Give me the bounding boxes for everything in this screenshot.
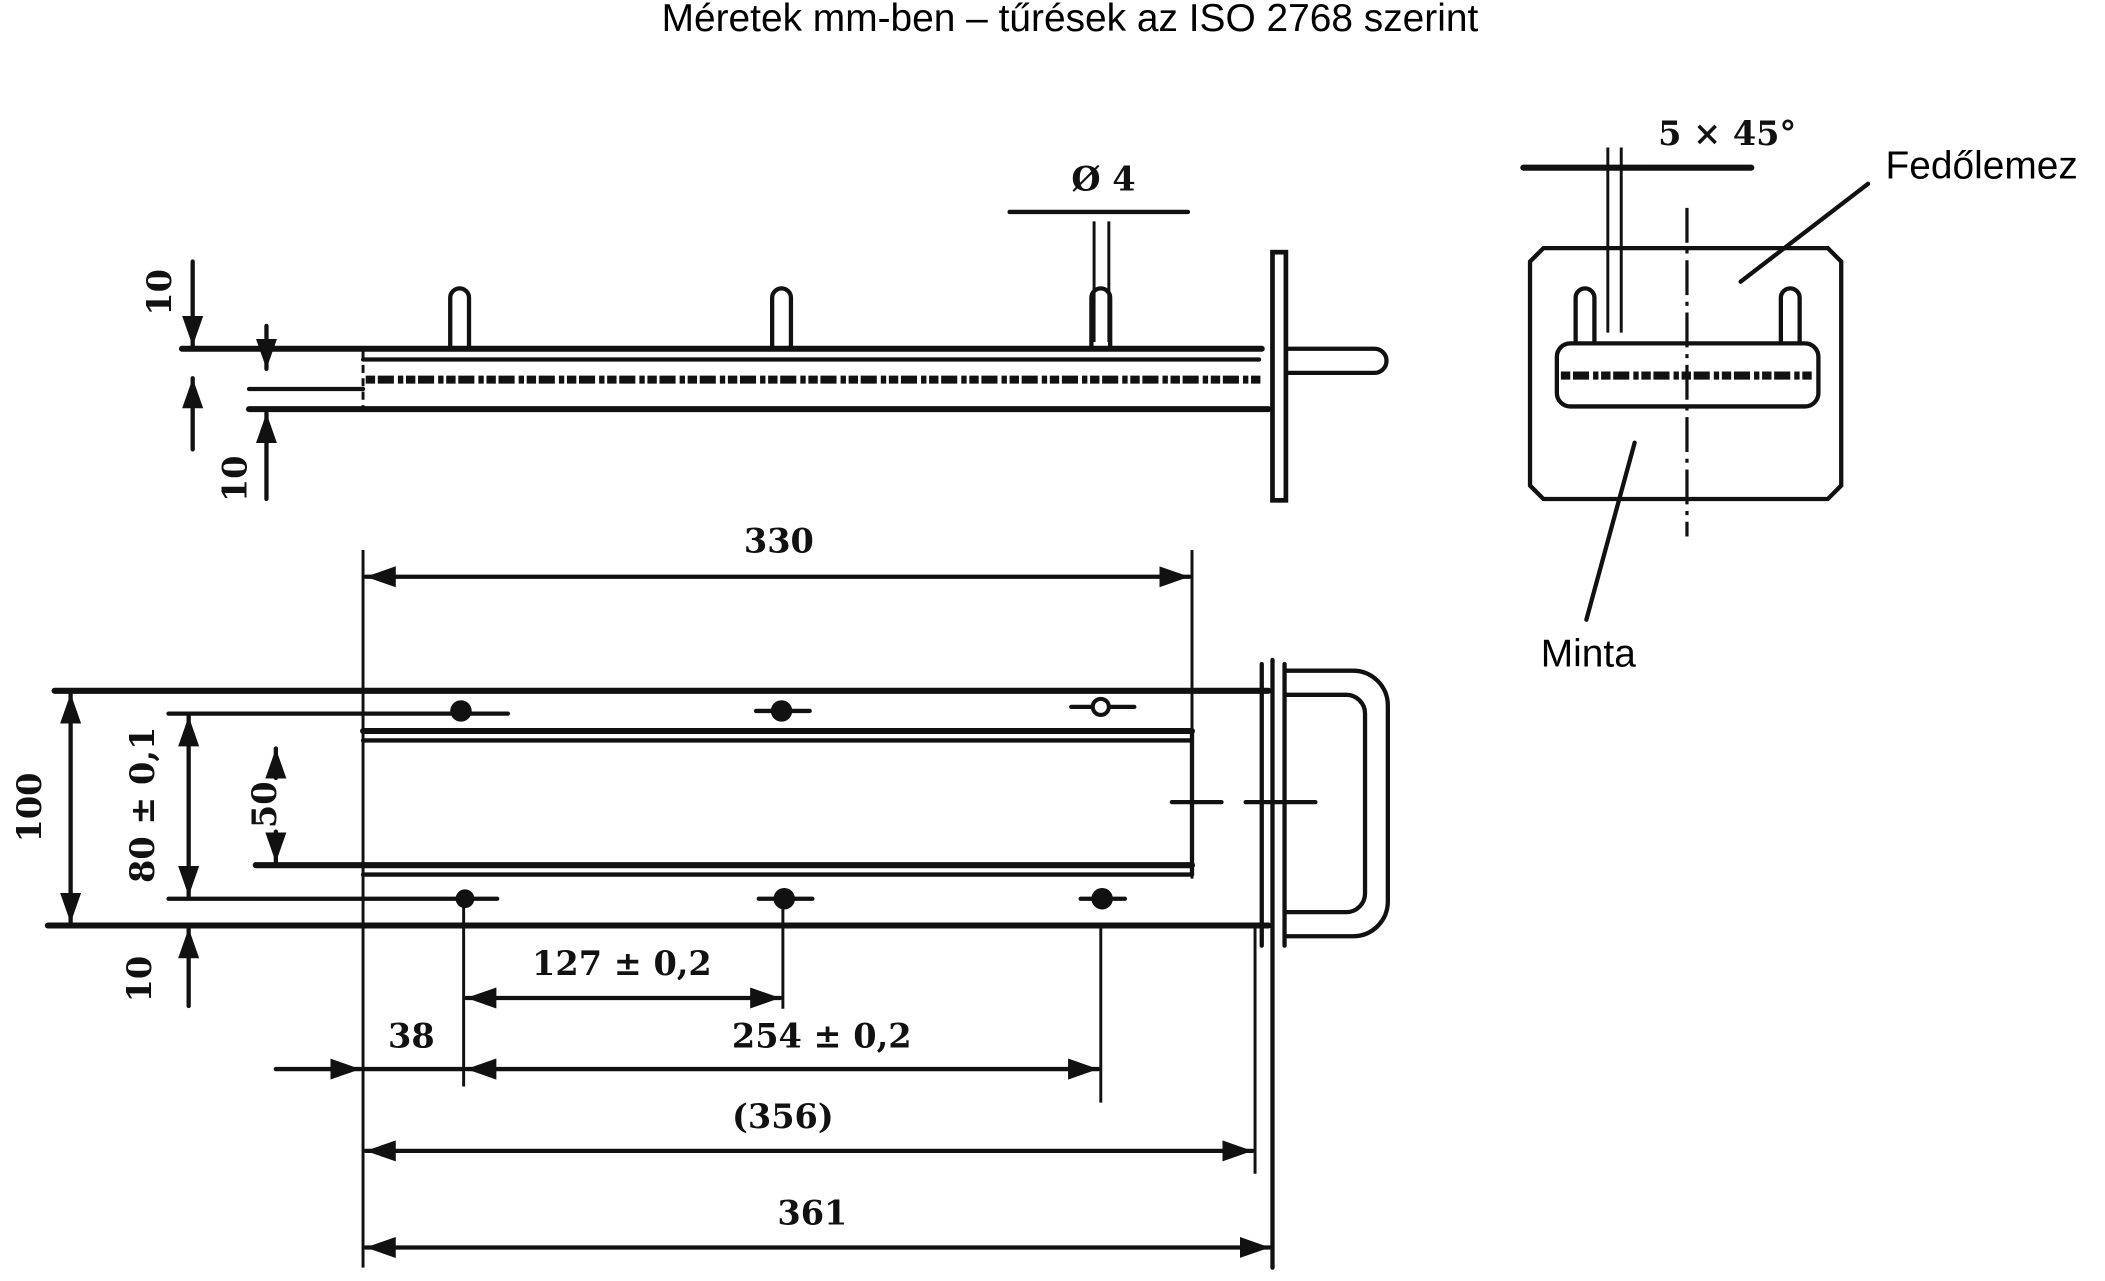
dim-10-lower: 10 xyxy=(120,956,159,1003)
dim-10-top: 10 xyxy=(140,269,179,316)
specimen-label: Minta xyxy=(1541,633,1636,676)
dim-127: 127 ± 0,2 xyxy=(532,944,712,983)
dim-80: 80 ± 0,1 xyxy=(123,727,162,883)
end-view: 5 × 45° Fedőlemez Minta xyxy=(1520,114,2078,676)
dim-361: 361 xyxy=(777,1194,847,1233)
handle-rod xyxy=(1283,346,1389,376)
holes-top-row xyxy=(450,696,1137,722)
cover-plate-label: Fedőlemez xyxy=(1885,144,2077,187)
dim-254: 254 ± 0,2 xyxy=(732,1017,912,1056)
top-view: 330 100 80 ± 0,1 50 10 xyxy=(10,522,1390,1270)
pins xyxy=(448,286,1113,349)
holes-bottom-row xyxy=(455,887,1128,910)
drawing-title: Méretek mm-ben – tűrések az ISO 2768 sze… xyxy=(662,0,1479,40)
dim-100: 100 xyxy=(10,773,49,843)
side-view: Ø 4 10 10 xyxy=(140,159,1389,503)
handle xyxy=(1259,657,1390,1270)
dim-50: 50 xyxy=(245,781,284,828)
dim-10-bottom: 10 xyxy=(215,456,254,503)
dim-356: (356) xyxy=(732,1097,834,1136)
diameter-label: Ø 4 xyxy=(1071,159,1135,198)
end-plate xyxy=(1270,249,1289,503)
dim-38: 38 xyxy=(388,1017,435,1056)
dim-330: 330 xyxy=(744,522,814,561)
chamfer-label: 5 × 45° xyxy=(1658,114,1796,153)
cover-plate xyxy=(1527,246,1844,502)
